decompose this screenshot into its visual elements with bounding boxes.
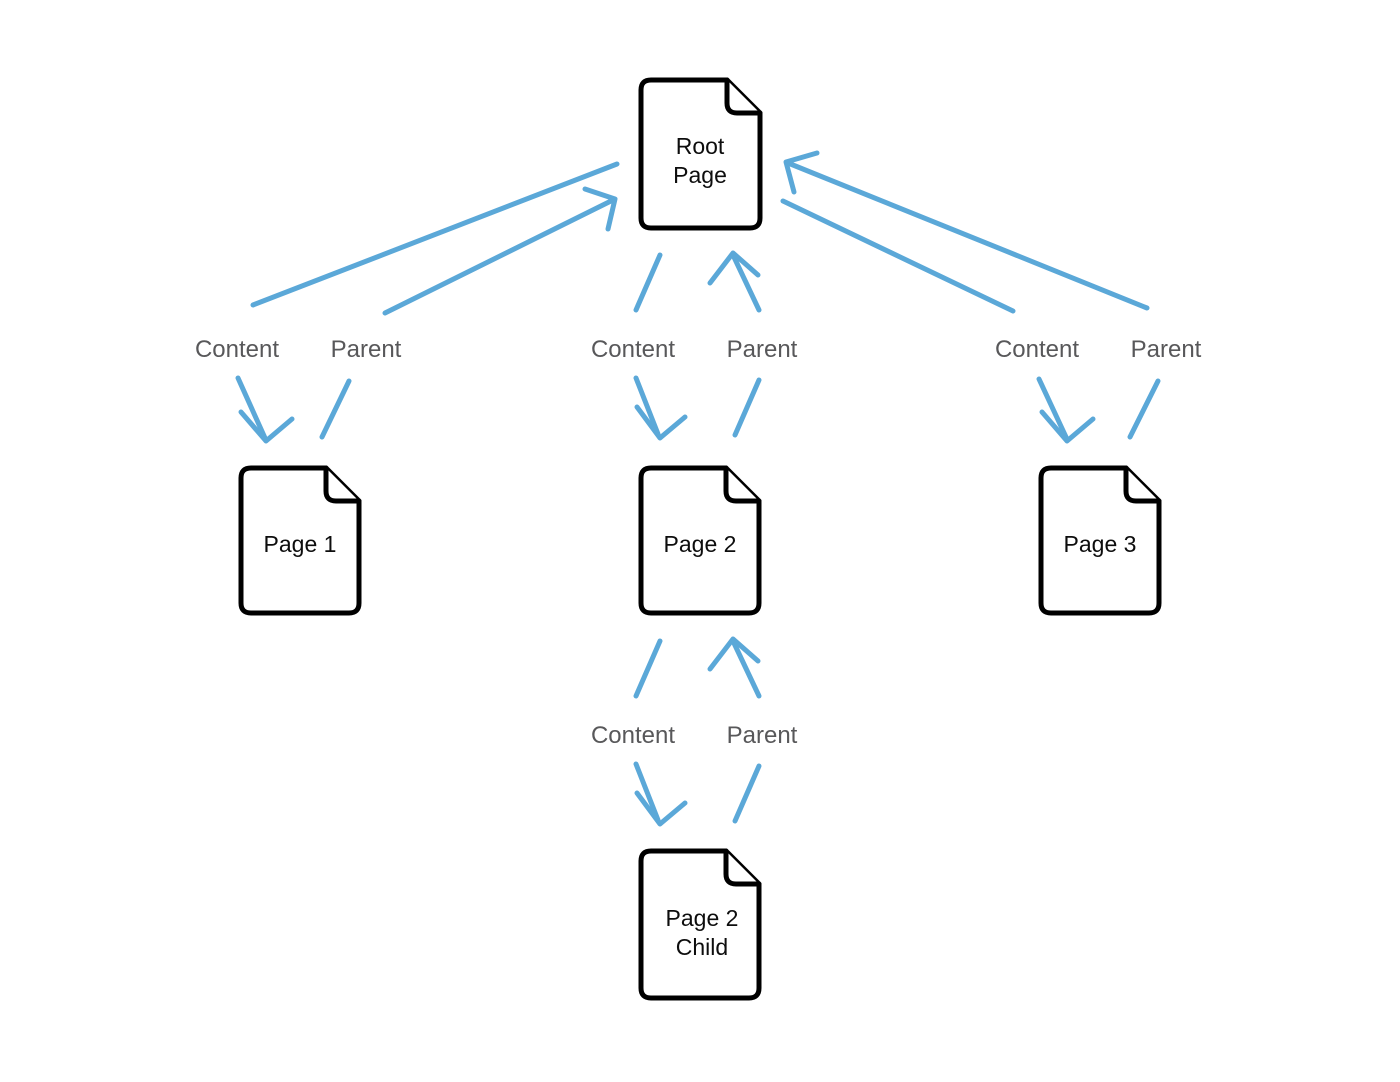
- edge-page3-parent-root[interactable]: [783, 150, 1161, 440]
- edge-label-left-parent: Parent: [331, 336, 402, 363]
- document-page-icon: [638, 465, 762, 616]
- node-label-page-2: Page 2: [664, 531, 737, 557]
- arrowhead-parent-root-right: [783, 150, 820, 195]
- edge-label-center-upper-parent: Parent: [727, 336, 798, 363]
- arrowhead-parent-root-left: [582, 186, 618, 232]
- node-page-2[interactable]: Page 2: [638, 465, 762, 616]
- edge-page1-parent-root[interactable]: [319, 186, 618, 440]
- node-label-page-1: Page 1: [264, 531, 337, 557]
- node-page-3[interactable]: Page 3: [1038, 465, 1162, 616]
- node-label-child-line2: Child: [676, 934, 728, 960]
- edge-line-content-lower-center: [633, 375, 661, 437]
- edge-label-center-lower-parent: Parent: [727, 722, 798, 749]
- document-page-icon: [1038, 465, 1162, 616]
- edge-root-content-page3[interactable]: [780, 198, 1096, 444]
- edge-line-content-upper-lower-center: [633, 638, 663, 699]
- node-page-1[interactable]: Page 1: [238, 465, 362, 616]
- page-fold-icon: [724, 77, 763, 116]
- edge-child-parent-page2[interactable]: [707, 636, 762, 824]
- page-fold-icon: [323, 465, 362, 504]
- edge-label-right-content: Content: [995, 336, 1079, 363]
- node-label-root-line2: Page: [673, 162, 727, 188]
- page-fold-icon: [723, 848, 762, 887]
- arrowhead-content-page2child: [634, 790, 688, 827]
- edge-page2-parent-root[interactable]: [707, 250, 762, 438]
- document-page-icon: [638, 848, 762, 1001]
- node-label-page-3: Page 3: [1064, 531, 1137, 557]
- page-fold-icon: [723, 465, 762, 504]
- edge-line-content-lower-right: [1036, 376, 1069, 440]
- edge-line-parent-lower-left: [319, 378, 352, 440]
- edge-line-parent-upper-left: [382, 197, 616, 316]
- edge-root-content-page2[interactable]: [633, 252, 688, 441]
- arrowhead-content-page2: [634, 404, 688, 441]
- edge-line-parent-lower-right: [1127, 378, 1161, 440]
- edge-line-parent-upper-right: [785, 160, 1150, 311]
- edge-line-parent-lower-lower-center: [732, 763, 762, 824]
- arrowhead-parent-root-center: [707, 250, 761, 286]
- edge-line-content-lower-left: [235, 375, 268, 441]
- document-page-icon: [638, 77, 763, 231]
- edge-line-content-lower-lower-center: [633, 761, 661, 823]
- edge-line-parent-lower-center: [732, 377, 762, 438]
- arrowhead-parent-page2: [707, 636, 761, 672]
- arrowhead-content-page1: [238, 409, 295, 444]
- edge-line-content-upper-left: [250, 161, 620, 308]
- edge-line-parent-upper-lower-center: [730, 638, 762, 699]
- document-page-icon: [238, 465, 362, 616]
- edge-line-content-upper-center: [633, 252, 663, 313]
- node-root-page[interactable]: Root Page: [638, 77, 763, 231]
- edge-line-parent-upper-center: [730, 252, 762, 313]
- edge-label-center-lower-content: Content: [591, 722, 675, 749]
- page-fold-icon: [1123, 465, 1162, 504]
- node-label-child-line1: Page 2: [666, 905, 739, 931]
- edge-label-center-upper-content: Content: [591, 336, 675, 363]
- edge-label-right-parent: Parent: [1131, 336, 1202, 363]
- arrowhead-content-page3: [1039, 409, 1096, 444]
- edge-root-content-page1[interactable]: [235, 161, 620, 444]
- node-label-root-line1: Root: [676, 133, 725, 159]
- edge-page2-content-child[interactable]: [633, 638, 688, 827]
- node-page-2-child[interactable]: Page 2 Child: [638, 848, 762, 1001]
- edge-line-content-upper-right: [780, 198, 1016, 314]
- edge-label-left-content: Content: [195, 336, 279, 363]
